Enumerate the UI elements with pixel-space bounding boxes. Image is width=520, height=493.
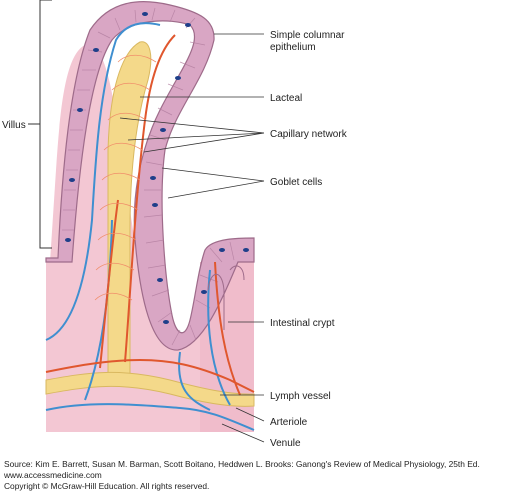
leader-lines bbox=[119, 33, 265, 443]
goblet-cell-markers bbox=[65, 12, 249, 324]
label-capillary-network: Capillary network bbox=[270, 129, 348, 140]
lacteal bbox=[107, 41, 152, 381]
label-epithelium-line1: Simple columnar bbox=[270, 30, 345, 41]
label-intestinal-crypt: Intestinal crypt bbox=[270, 318, 335, 329]
credit-copyright: Copyright © McGraw-Hill Education. All r… bbox=[4, 481, 210, 491]
label-arteriole: Arteriole bbox=[270, 417, 308, 428]
crypt-glands bbox=[207, 265, 245, 330]
label-lymph-vessel: Lymph vessel bbox=[270, 391, 331, 402]
credit-source: Source: Kim E. Barrett, Susan M. Barman,… bbox=[4, 459, 480, 469]
label-villus: Villus bbox=[2, 120, 26, 131]
label-venule: Venule bbox=[270, 438, 301, 449]
credit-website: www.accessmedicine.com bbox=[4, 470, 102, 480]
arterioles bbox=[45, 34, 255, 396]
label-epithelium-line2: epithelium bbox=[270, 42, 316, 53]
capillary-network bbox=[94, 54, 157, 301]
label-goblet-cells: Goblet cells bbox=[270, 177, 322, 188]
label-lacteal: Lacteal bbox=[270, 93, 302, 104]
villus-bracket bbox=[39, 0, 52, 249]
lymph-vessel bbox=[45, 371, 255, 407]
